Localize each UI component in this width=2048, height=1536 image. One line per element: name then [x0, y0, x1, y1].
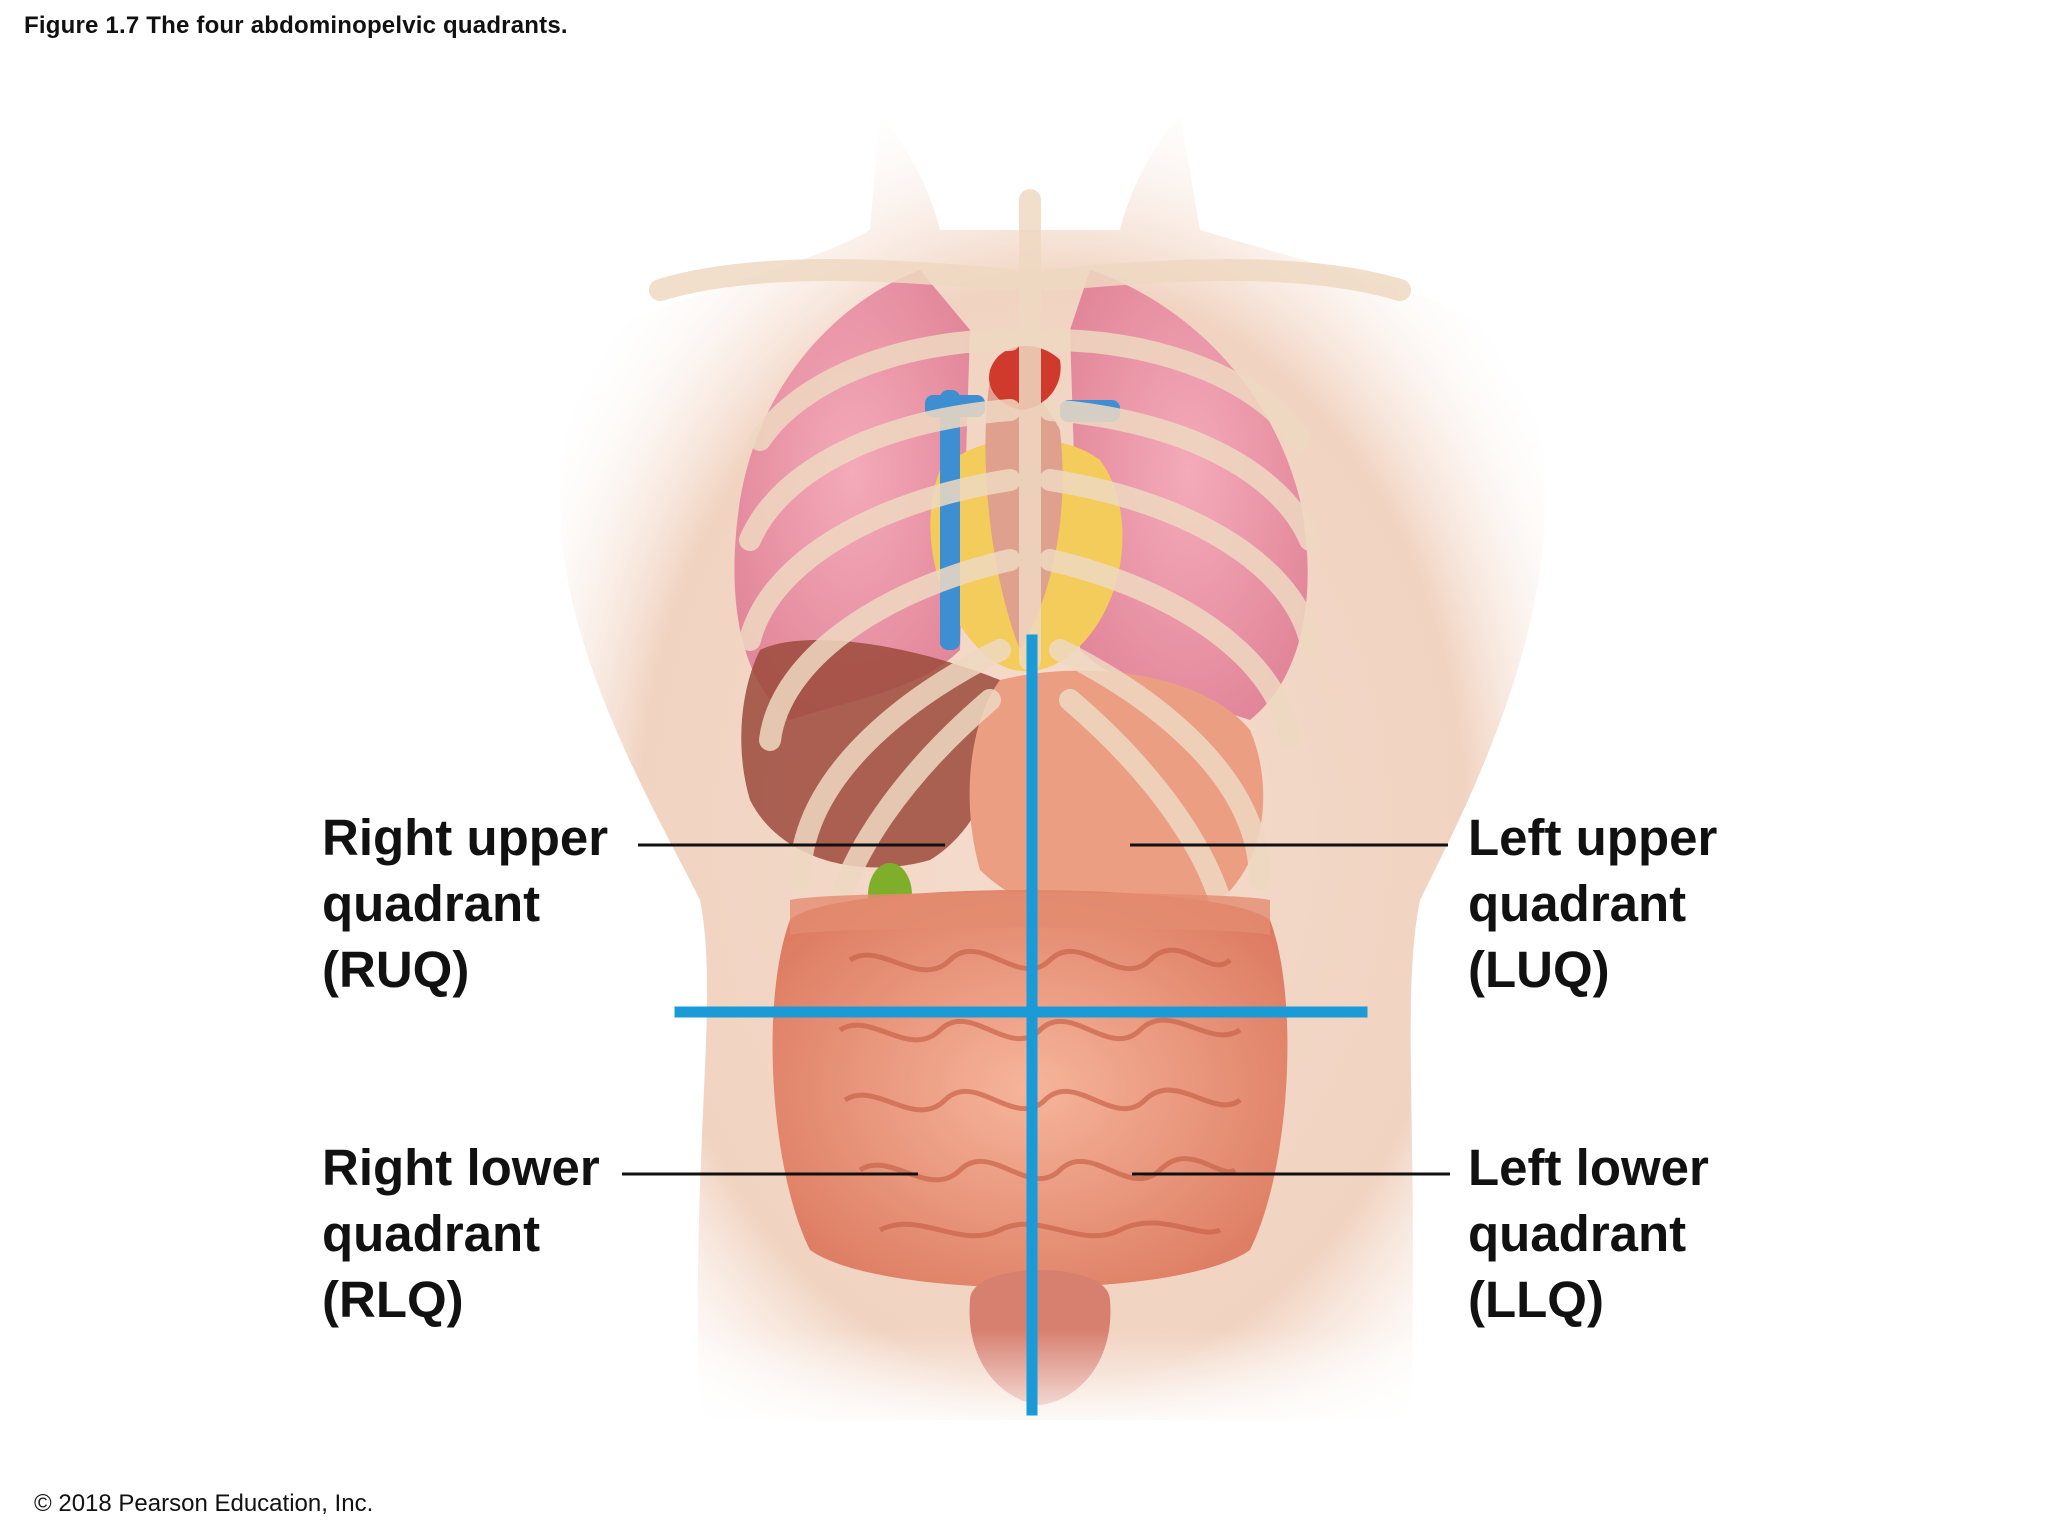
- leader-lines: [622, 843, 1450, 1176]
- label-right-lower-quadrant: Right lower quadrant (RLQ): [322, 1135, 600, 1333]
- bottom-fade: [560, 1330, 1560, 1440]
- copyright-notice: © 2018 Pearson Education, Inc.: [34, 1490, 374, 1517]
- label-ruq-line3: (RUQ): [322, 941, 470, 998]
- quadrant-dividers: [674, 634, 1368, 1416]
- label-left-upper-quadrant: Left upper quadrant (LUQ): [1468, 805, 1717, 1003]
- label-right-upper-quadrant: Right upper quadrant (RUQ): [322, 805, 608, 1003]
- label-luq-line3: (LUQ): [1468, 941, 1610, 998]
- label-llq-line3: (LLQ): [1468, 1271, 1604, 1328]
- label-luq-line1: Left upper: [1468, 809, 1718, 866]
- label-luq-line2: quadrant: [1468, 875, 1687, 932]
- label-rlq-line3: (RLQ): [322, 1271, 464, 1328]
- label-rlq-line2: quadrant: [322, 1205, 541, 1262]
- label-rlq-line1: Right lower: [322, 1139, 600, 1196]
- figure-caption: Figure 1.7 The four abdominopelvic quadr…: [24, 12, 568, 39]
- label-left-lower-quadrant: Left lower quadrant (LLQ): [1468, 1135, 1709, 1333]
- lungs: [734, 270, 1308, 720]
- label-ruq-line2: quadrant: [322, 875, 541, 932]
- label-ruq-line1: Right upper: [322, 809, 609, 866]
- label-llq-line1: Left lower: [1468, 1139, 1709, 1196]
- label-llq-line2: quadrant: [1468, 1205, 1687, 1262]
